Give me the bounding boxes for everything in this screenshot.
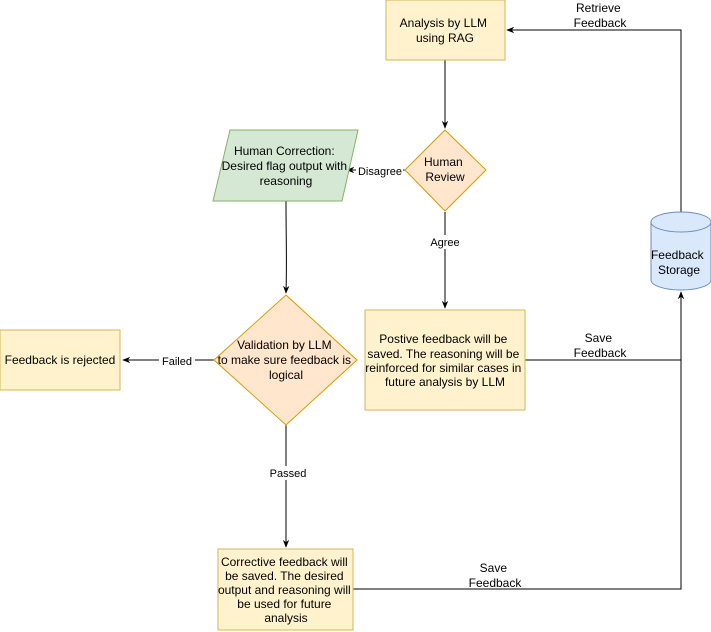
- edge-label-agree: Agree: [428, 235, 462, 249]
- edge-label-passed: Passed: [266, 466, 308, 480]
- edge-label-save-feedback-positive: Save Feedback: [574, 331, 628, 360]
- edge-label-failed: Failed: [159, 354, 195, 368]
- edge-storage-to-analysis: [506, 26, 682, 212]
- analysis-box: Analysis by LLM using RAG: [385, 0, 506, 61]
- svg-text:Corrective feedback will: Corrective feedback will be saved. The d…: [218, 555, 354, 625]
- corrective-feedback-box: Corrective feedback will be saved. The d…: [217, 548, 354, 631]
- svg-text:Retrieve Feedback: Retrieve Feedback: [574, 1, 628, 30]
- edge-label-save-feedback-corrective: Save Feedback: [469, 561, 523, 590]
- svg-text:Disagree: Disagree: [358, 166, 402, 178]
- feedback-storage-cylinder: Feedback Storage: [650, 211, 711, 291]
- svg-text:Save Feedback: Save Feedback: [574, 331, 628, 360]
- svg-text:Feedback is rejected: Feedback is rejected: [5, 353, 116, 367]
- human-correction-parallelogram: Human Correction: Desired flag output wi…: [212, 129, 359, 202]
- svg-text:Feedback Storage: Feedback Storage: [651, 248, 707, 277]
- svg-text:Postive feedback will be: Postive feedback will be saved. The reas…: [365, 332, 524, 389]
- svg-text:Failed: Failed: [162, 356, 192, 368]
- human-review-diamond: Human Review: [404, 129, 487, 212]
- svg-text:Validation by LLM to mak: Validation by LLM to make sure feedback …: [218, 338, 355, 382]
- validation-diamond: Validation by LLM to make sure feedback …: [213, 294, 358, 426]
- svg-text:Agree: Agree: [430, 237, 459, 249]
- svg-text:Passed: Passed: [270, 468, 307, 480]
- rejected-box: Feedback is rejected: [0, 329, 121, 391]
- positive-feedback-box: Postive feedback will be saved. The reas…: [364, 309, 526, 411]
- edge-corrective-to-storage: [353, 360, 682, 590]
- edge-label-disagree: Disagree: [356, 164, 403, 178]
- svg-text:Human Review: Human Review: [424, 155, 466, 184]
- svg-text:Save Feedback: Save Feedback: [469, 561, 523, 590]
- edge-label-retrieve-feedback: Retrieve Feedback: [574, 1, 628, 30]
- svg-text:Human Correction: Desire: Human Correction: Desired flag output wi…: [222, 144, 351, 188]
- svg-text:Analysis by LLM using RA: Analysis by LLM using RAG: [400, 16, 491, 45]
